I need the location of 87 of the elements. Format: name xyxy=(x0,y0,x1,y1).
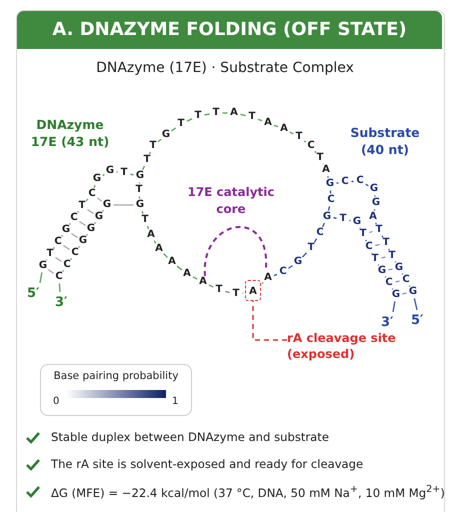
nucleotide-letter: C xyxy=(54,237,63,247)
nucleotide-letter: A xyxy=(229,108,239,118)
nucleotide-letter: C xyxy=(278,267,288,277)
nucleotide-letter: C xyxy=(315,228,325,238)
nucleotide-letter: T xyxy=(358,229,368,239)
nucleotide-letter: C xyxy=(340,177,350,187)
nucleotide-letter: G xyxy=(368,184,380,194)
nucleotide-letter: A xyxy=(279,124,289,134)
nucleotide-letter: G xyxy=(102,200,112,210)
nucleotide-letter: G xyxy=(324,179,336,189)
bullet-text: Stable duplex between DNAzyme and substrate xyxy=(51,430,329,444)
nucleotide-letter: G xyxy=(322,212,332,222)
nucleotide-letter: G xyxy=(352,217,362,227)
nucleotide-letter: T xyxy=(294,132,304,142)
nucleotide-letter: C xyxy=(87,189,97,199)
nucleotide-letter: G xyxy=(408,287,418,297)
nucleotide-letter: T xyxy=(232,289,240,299)
nucleotide-letter: G xyxy=(160,130,172,140)
nucleotide-letter: C xyxy=(306,141,316,151)
nucleotide-letter: A xyxy=(182,269,192,279)
nucleotide-letter: G xyxy=(92,174,102,184)
end-label: 3′ xyxy=(55,295,68,310)
nucleotide-letter: A xyxy=(198,277,208,287)
nucleotide-letter: T xyxy=(248,112,256,122)
end-label: 5′ xyxy=(27,286,40,301)
nucleotide-letter: G xyxy=(370,198,382,208)
scale-label: 0 xyxy=(53,396,60,407)
nucleotide-letter: G xyxy=(62,225,72,235)
bullet-text: ΔG (MFE) = −22.4 kcal/mol (37 °C, DNA, 50 mM Na$^{+}$, 10 mM Mg$^{2+}$) xyxy=(51,484,445,500)
end-label: 3′ xyxy=(381,315,394,330)
nucleotide-letter: T xyxy=(388,251,396,261)
nucleotide-letter: A xyxy=(146,230,156,240)
nucleotide-letter: G xyxy=(38,261,48,271)
nucleotide-letter: G xyxy=(134,200,146,210)
nucleotide-letter: G xyxy=(394,263,404,273)
callout-text: rA cleavage site (exposed) xyxy=(287,330,407,362)
nucleotide-letter: T xyxy=(142,155,152,165)
bullet-text: The rA site is solvent-exposed and ready for cleavage xyxy=(51,457,364,471)
nucleotide-letter: C xyxy=(62,260,72,270)
nucleotide-letter: G xyxy=(78,236,88,246)
nucleotide-letter: T xyxy=(338,214,348,224)
nucleotide-letter: T xyxy=(212,108,220,118)
nucleotide-letter: T xyxy=(120,168,128,178)
core-label: 17E catalytic core xyxy=(186,184,276,218)
nucleotide-letter: T xyxy=(148,141,158,151)
nucleotide-letter: A xyxy=(167,257,177,267)
nucleotide-letter: T xyxy=(194,111,202,121)
nucleotide-letter: C xyxy=(70,248,80,258)
nucleotide-letter: C xyxy=(384,278,394,288)
nucleotide-letter: C xyxy=(401,275,411,285)
nucleotide-letter: G xyxy=(376,266,388,276)
scale-label: 1 xyxy=(172,396,178,407)
nucleotide-letter: G xyxy=(390,290,402,300)
nucleotide-letter: T xyxy=(370,254,380,264)
strand-label: DNAzyme 17E (43 nt) xyxy=(30,116,110,150)
legend-title: Base pairing probability xyxy=(52,370,180,382)
leader-line xyxy=(252,301,287,341)
nucleotide-letter: G xyxy=(134,171,146,181)
end-label: 5′ xyxy=(411,313,424,328)
nucleotide-letter: A xyxy=(368,212,378,222)
nucleotide-letter: C xyxy=(364,242,374,252)
nucleotide-letter: T xyxy=(176,119,186,129)
nucleotide-letter: G xyxy=(86,224,96,234)
nucleotide-letter: G xyxy=(292,257,304,267)
nucleotide-letter: T xyxy=(78,201,86,211)
nucleotide-letter: A xyxy=(263,118,273,128)
nucleotide-letter: C xyxy=(70,213,79,223)
nucleotide-letter: A xyxy=(154,244,164,254)
nucleotide-letter: G xyxy=(94,212,104,222)
nucleotide-letter: T xyxy=(374,225,384,235)
nucleotide-letter: T xyxy=(214,285,224,295)
nucleotide-letter: A xyxy=(321,165,331,175)
nucleotide-letter: C xyxy=(326,195,336,205)
title: A. DNAZYME FOLDING (OFF STATE) xyxy=(17,11,442,49)
nucleotide-letter: T xyxy=(134,185,144,195)
nucleotide-letter: T xyxy=(382,238,390,248)
strand-label: Substrate (40 nt) xyxy=(349,124,421,158)
subtitle: DNAzyme (17E) · Substrate Complex xyxy=(95,60,355,76)
nucleotide-letter: G xyxy=(104,166,116,176)
cleavage-site-box: A xyxy=(245,280,261,301)
nucleotide-letter: C xyxy=(355,176,365,186)
nucleotide-letter: T xyxy=(140,215,150,225)
nucleotide-letter: T xyxy=(316,153,324,163)
nucleotide-letter: T xyxy=(46,249,54,259)
nucleotide-letter: C xyxy=(54,272,64,282)
nucleotide-letter: A xyxy=(263,273,273,283)
nucleotide-letter: T xyxy=(306,243,316,253)
